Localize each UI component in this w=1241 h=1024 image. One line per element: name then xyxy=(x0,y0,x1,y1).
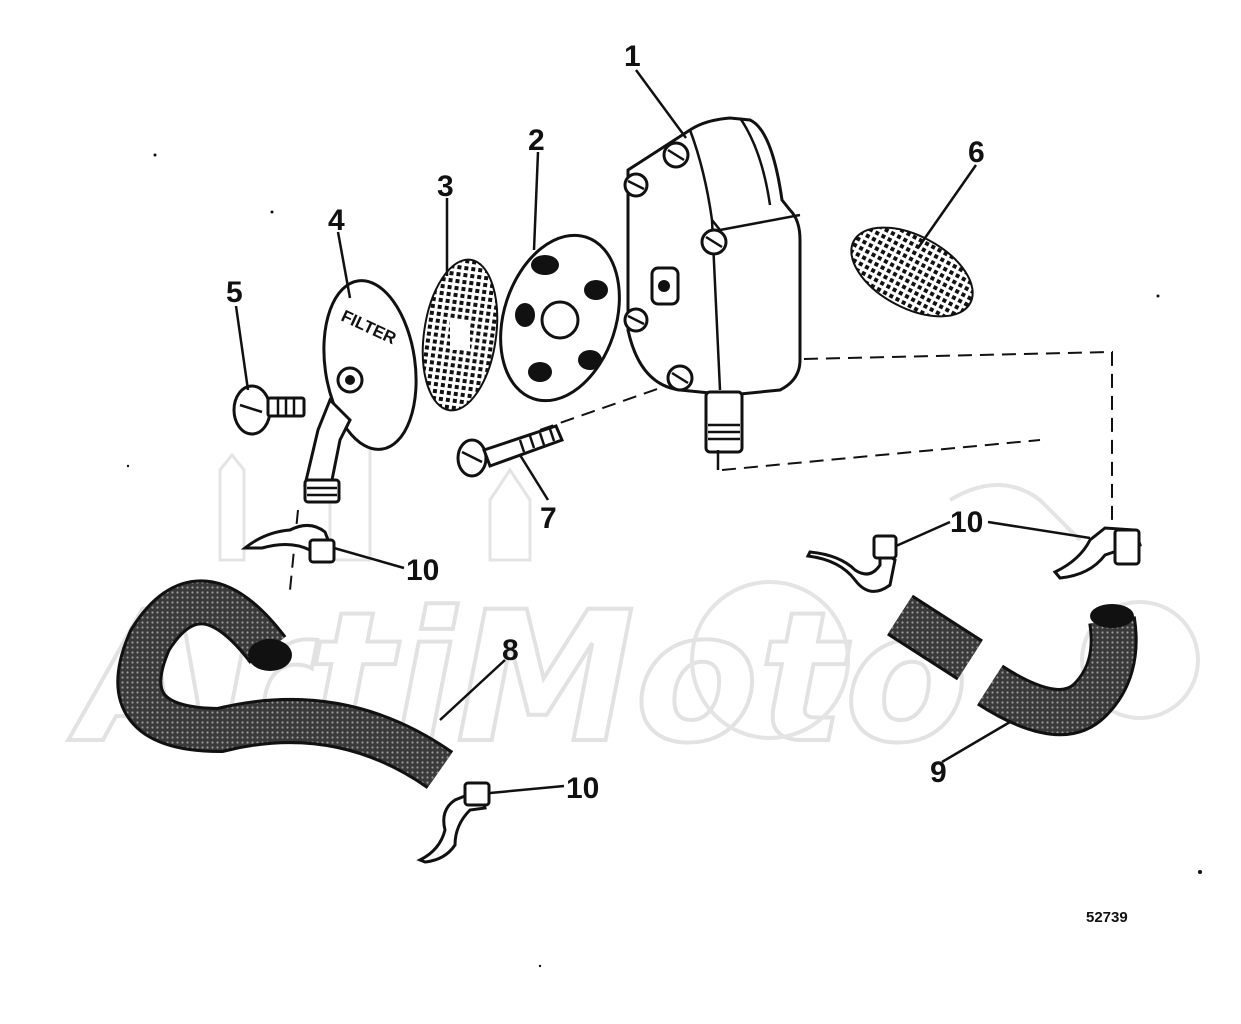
filter-cover-plate xyxy=(499,233,621,403)
callout-9: 9 xyxy=(930,756,947,789)
scan-specks xyxy=(126,153,1202,968)
callout-8: 8 xyxy=(502,634,519,667)
callout-3: 3 xyxy=(437,170,454,203)
watermark-motorcycle-outline xyxy=(690,483,1200,740)
thumb-screw xyxy=(232,384,306,436)
fuel-pump-body xyxy=(623,116,802,470)
pump-screen xyxy=(850,226,974,318)
hose-clamp-bottom xyxy=(416,781,491,864)
callout-numbers: 1 2 3 4 5 6 7 8 9 10 10 10 xyxy=(226,40,985,805)
hose-clamp-upper-right xyxy=(1052,526,1142,580)
callout-10-upper-left: 10 xyxy=(406,554,439,587)
callout-7: 7 xyxy=(540,502,557,535)
callout-10-right: 10 xyxy=(950,506,983,539)
leader-lines xyxy=(234,69,1091,795)
mounting-screw xyxy=(456,424,565,478)
assembly-lines xyxy=(289,350,1113,591)
callout-5: 5 xyxy=(226,276,243,309)
callout-4: 4 xyxy=(328,204,345,237)
hose-clamp-upper-left xyxy=(240,524,336,564)
callout-6: 6 xyxy=(968,136,985,169)
figure-number: 52739 xyxy=(1086,909,1128,926)
filter-bowl: FILTER xyxy=(303,279,418,504)
callout-1: 1 xyxy=(624,40,641,73)
filter-screen xyxy=(421,258,499,412)
hose-clamp-middle-right xyxy=(805,534,898,593)
callout-2: 2 xyxy=(528,124,545,157)
fuel-hose-formed xyxy=(887,594,1138,736)
fuel-hose-long xyxy=(116,579,454,790)
callout-10-bottom: 10 xyxy=(566,772,599,805)
